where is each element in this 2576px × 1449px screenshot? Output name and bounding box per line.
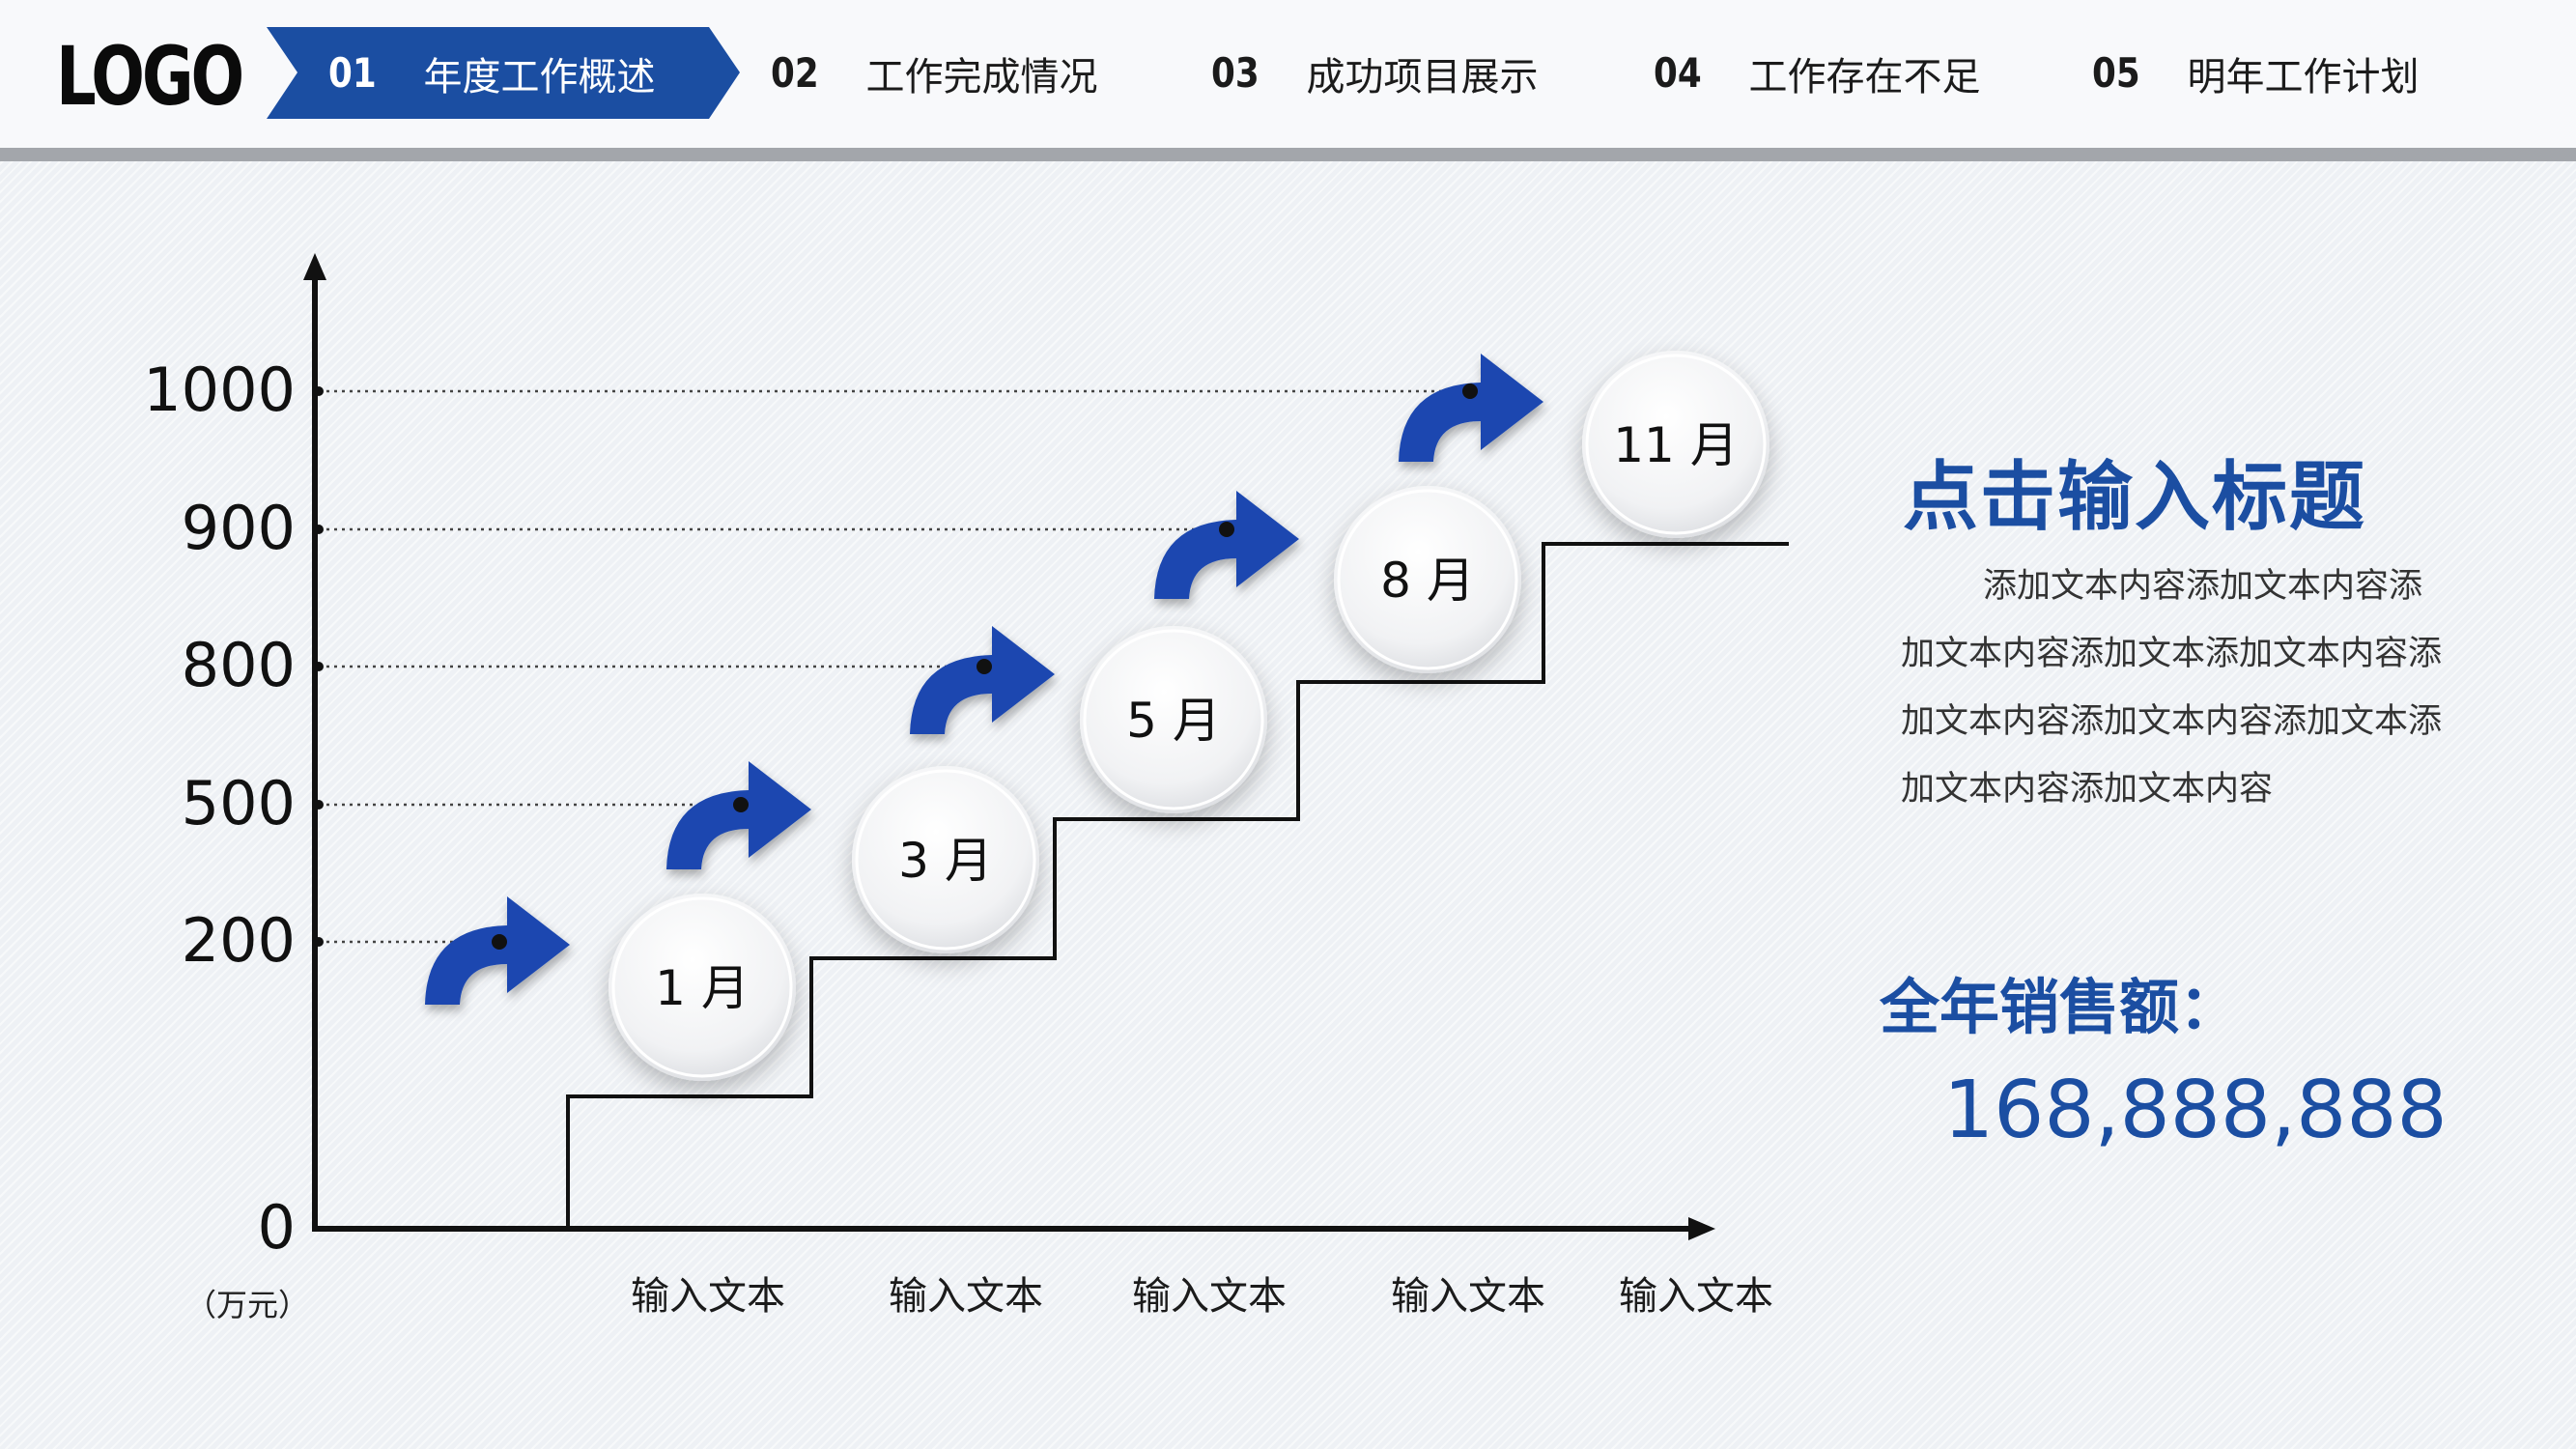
month-label: 3 月 <box>898 833 993 889</box>
month-circle: 8 月 <box>1334 486 1521 673</box>
month-label: 5 月 <box>1126 693 1221 749</box>
unit-label: （万元） <box>185 1287 309 1323</box>
arrow-dot <box>1462 384 1478 399</box>
y-tick-label: 0 <box>258 1192 296 1263</box>
logo: LOGO <box>56 29 244 124</box>
circle-rim <box>1337 489 1518 670</box>
sales-value: 168,888,888 <box>1943 1065 2448 1156</box>
month-circle: 1 月 <box>609 894 796 1081</box>
curved-arrow-icon <box>425 896 570 1005</box>
circle-rim <box>1585 354 1767 535</box>
y-tick-label: 900 <box>182 493 296 563</box>
nav-num: 01 <box>328 49 377 97</box>
side-body-text: 添加文本内容添加文本内容添加文本内容添加文本添加文本内容添加文本内容添加文本内容… <box>1901 567 2443 809</box>
nav-num: 04 <box>1654 49 1702 97</box>
side-title: 点击输入标题 <box>1903 454 2367 541</box>
circle-shape <box>1080 626 1267 813</box>
nav-num: 05 <box>2092 49 2140 97</box>
axes <box>303 253 1715 1240</box>
nav-item-4[interactable]: 04 工作存在不足 <box>1654 27 1980 119</box>
nav-label: 工作完成情况 <box>865 54 1098 99</box>
x-category-label: 输入文本 <box>1391 1274 1545 1319</box>
y-tick-label: 1000 <box>143 355 296 425</box>
month-circles: 1 月 3 月 5 月 8 月 11 月 <box>609 351 1769 1081</box>
month-label: 1 月 <box>655 960 750 1016</box>
y-tick-label: 200 <box>182 905 296 976</box>
circle-shape <box>609 894 796 1081</box>
circle-shape <box>1334 486 1521 673</box>
arrow-dot <box>977 659 992 674</box>
y-tick-labels: 0 200 500 800 900 1000 <box>143 355 296 1263</box>
month-circle: 3 月 <box>852 766 1039 953</box>
nav-item-2[interactable]: 02 工作完成情况 <box>771 27 1097 119</box>
arrow-dot <box>1219 522 1234 537</box>
curved-arrow-icon <box>1399 354 1543 462</box>
arrow-dot <box>733 797 749 812</box>
sales-label: 全年销售额： <box>1880 972 2240 1042</box>
curved-arrow-icon <box>910 626 1055 734</box>
circle-shape <box>1582 351 1769 538</box>
y-tick-label: 500 <box>182 768 296 838</box>
nav-item-1[interactable]: 01 年度工作概述 <box>328 27 655 119</box>
nav-item-3[interactable]: 03 成功项目展示 <box>1211 27 1538 119</box>
x-category-label: 输入文本 <box>889 1274 1043 1319</box>
x-category-label: 输入文本 <box>1619 1274 1773 1319</box>
arrow-dot <box>492 934 507 950</box>
y-tick-label: 800 <box>182 630 296 700</box>
circle-rim <box>611 896 793 1078</box>
month-label: 8 月 <box>1380 553 1475 609</box>
y-axis-arrowhead <box>303 253 326 280</box>
month-circle: 5 月 <box>1080 626 1267 813</box>
nav-label: 成功项目展示 <box>1306 54 1539 99</box>
staircase-line <box>566 542 1789 1229</box>
month-label: 11 月 <box>1613 417 1739 473</box>
nav-label: 年度工作概述 <box>423 54 656 99</box>
circle-rim <box>1083 629 1264 810</box>
x-axis-arrowhead <box>1688 1217 1715 1240</box>
nav-label: 明年工作计划 <box>2187 54 2420 99</box>
nav-num: 03 <box>1211 49 1260 97</box>
curved-arrow-icon <box>666 761 811 869</box>
curved-arrow-icon <box>1154 491 1299 599</box>
x-category-label: 输入文本 <box>1132 1274 1287 1319</box>
nav-num: 02 <box>771 49 819 97</box>
month-circle: 11 月 <box>1582 351 1769 538</box>
x-category-label: 输入文本 <box>631 1274 785 1319</box>
nav-active-highlight <box>267 27 740 119</box>
header-divider <box>0 148 2576 161</box>
circle-rim <box>855 769 1036 951</box>
nav-item-5[interactable]: 05 明年工作计划 <box>2092 27 2419 119</box>
arrows <box>425 354 1543 1005</box>
nav-label: 工作存在不足 <box>1748 54 1981 99</box>
circle-shape <box>852 766 1039 953</box>
x-category-labels: 输入文本 输入文本 输入文本 输入文本 输入文本 <box>631 1274 1773 1319</box>
